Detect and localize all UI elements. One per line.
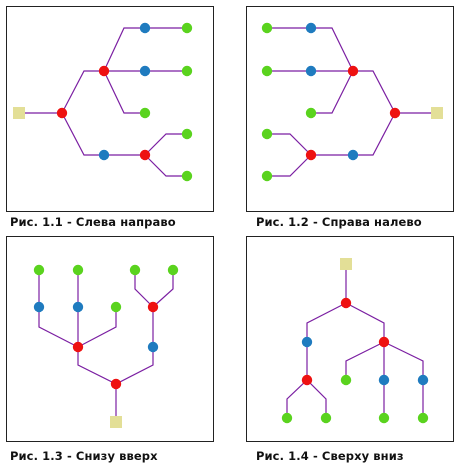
- tree-node-internal: [139, 149, 151, 161]
- tree-edge: [144, 154, 187, 177]
- tree-node-internal: [147, 301, 159, 313]
- tree-node-branch: [98, 149, 110, 161]
- tree-node-leaf: [72, 264, 84, 276]
- tree-node-leaf: [129, 264, 141, 276]
- tree-node-leaf: [261, 65, 273, 77]
- tree-node-leaf: [181, 128, 193, 140]
- tree-node-root: [110, 416, 122, 428]
- tree-node-root: [340, 258, 352, 270]
- tree-node-internal: [378, 336, 390, 348]
- tree-node-leaf: [378, 412, 390, 424]
- diagram-panel-left-to-right: [6, 6, 214, 212]
- tree-node-branch: [378, 374, 390, 386]
- tree-edge: [345, 302, 385, 342]
- tree-node-internal: [301, 374, 313, 386]
- tree-edge: [115, 347, 154, 385]
- tree-nodes: [13, 22, 193, 182]
- tree-nodes: [281, 258, 429, 424]
- tree-edge: [306, 379, 327, 418]
- diagram-panel-bottom-to-top: [6, 236, 214, 442]
- tree-edges: [19, 27, 187, 177]
- tree-node-internal: [389, 107, 401, 119]
- tree-edge: [353, 70, 396, 114]
- tree-node-branch: [72, 301, 84, 313]
- tree-diagram-left-to-right: [13, 22, 193, 182]
- tree-node-leaf: [261, 128, 273, 140]
- tree-diagram-top-to-bottom: [281, 258, 429, 424]
- tree-edge: [61, 112, 104, 156]
- tree-node-leaf: [181, 22, 193, 34]
- tree-edge: [103, 27, 145, 72]
- tree-edge: [103, 70, 145, 114]
- tree-node-leaf: [417, 412, 429, 424]
- tree-node-leaf: [305, 107, 317, 119]
- tree-node-internal: [98, 65, 110, 77]
- tree-node-root: [431, 107, 443, 119]
- tree-edges: [267, 27, 437, 177]
- tree-node-branch: [147, 341, 159, 353]
- tree-edge: [345, 341, 385, 380]
- tree-edges: [286, 264, 424, 418]
- tree-edge: [134, 270, 154, 308]
- tree-node-leaf: [181, 170, 193, 182]
- tree-node-internal: [56, 107, 68, 119]
- tree-edge: [267, 133, 312, 156]
- tree-node-branch: [347, 149, 359, 161]
- tree-edge: [77, 307, 117, 348]
- diagram-panel-right-to-left: [246, 6, 454, 212]
- tree-diagram-right-to-left: [261, 22, 443, 182]
- tree-nodes: [261, 22, 443, 182]
- tree-node-branch: [301, 336, 313, 348]
- tree-edge: [38, 307, 79, 348]
- tree-edge: [286, 379, 308, 418]
- tree-edge: [383, 341, 424, 380]
- caption-figure-1-3: Рис. 1.3 - Снизу вверх: [10, 449, 158, 463]
- tree-node-branch: [305, 65, 317, 77]
- tree-edge: [61, 70, 104, 114]
- tree-edge: [144, 133, 187, 156]
- tree-node-leaf: [320, 412, 332, 424]
- tree-node-leaf: [181, 65, 193, 77]
- tree-node-internal: [72, 341, 84, 353]
- tree-node-root: [13, 107, 25, 119]
- diagram-panel-top-to-bottom: [246, 236, 454, 442]
- tree-edge: [311, 70, 354, 114]
- tree-node-branch: [305, 22, 317, 34]
- tree-node-internal: [340, 297, 352, 309]
- tree-node-internal: [347, 65, 359, 77]
- tree-nodes: [33, 264, 179, 428]
- caption-figure-1-1: Рис. 1.1 - Слева направо: [10, 215, 176, 229]
- tree-node-leaf: [281, 412, 293, 424]
- tree-node-leaf: [33, 264, 45, 276]
- tree-node-leaf: [340, 374, 352, 386]
- tree-node-internal: [305, 149, 317, 161]
- tree-node-leaf: [110, 301, 122, 313]
- tree-edge: [152, 270, 174, 308]
- tree-edge: [267, 154, 312, 177]
- tree-node-branch: [139, 65, 151, 77]
- tree-edge: [77, 347, 117, 385]
- tree-node-branch: [139, 22, 151, 34]
- tree-node-leaf: [167, 264, 179, 276]
- tree-diagram-bottom-to-top: [33, 264, 179, 428]
- tree-node-branch: [417, 374, 429, 386]
- tree-node-branch: [33, 301, 45, 313]
- tree-edge: [306, 302, 347, 342]
- tree-node-internal: [110, 378, 122, 390]
- tree-node-leaf: [261, 22, 273, 34]
- caption-figure-1-2: Рис. 1.2 - Справа налево: [256, 215, 422, 229]
- tree-node-leaf: [139, 107, 151, 119]
- tree-edge: [353, 112, 396, 156]
- tree-edges: [38, 270, 174, 422]
- tree-edge: [311, 27, 354, 72]
- caption-figure-1-4: Рис. 1.4 - Сверху вниз: [256, 449, 404, 463]
- tree-node-leaf: [261, 170, 273, 182]
